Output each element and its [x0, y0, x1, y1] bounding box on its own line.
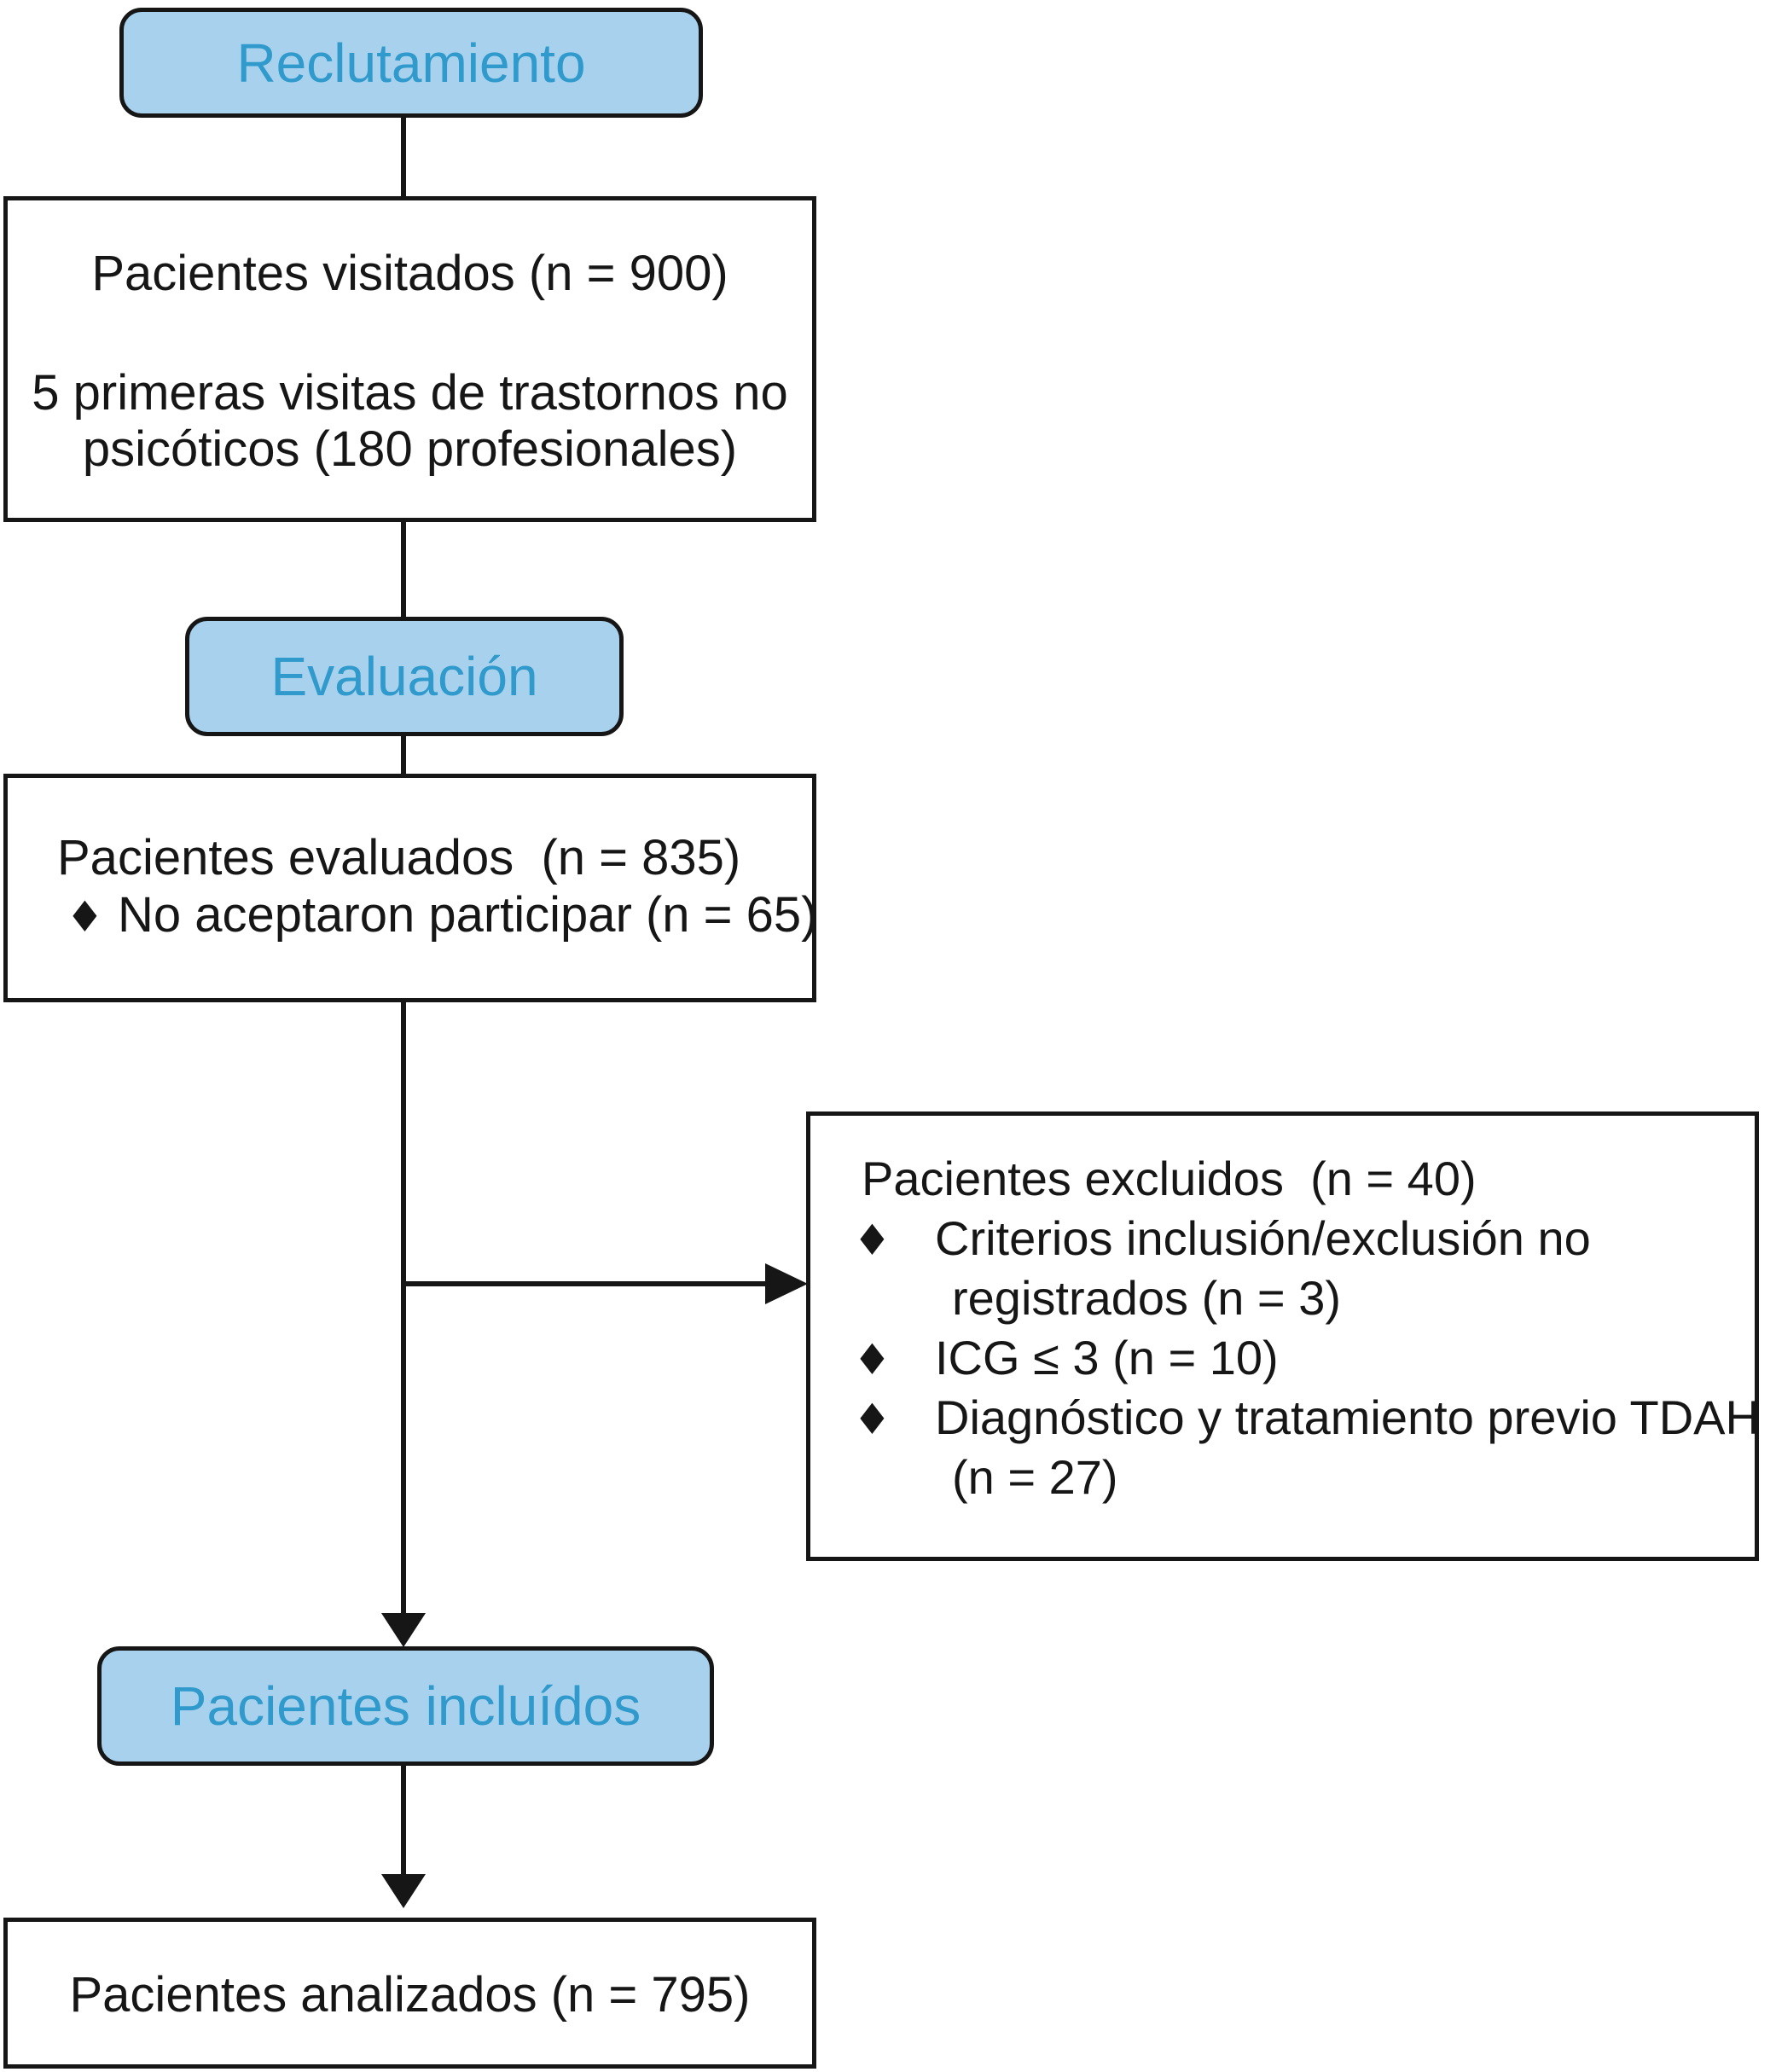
excluded-bullet-continuation: (n = 27) — [952, 1450, 1118, 1504]
patients-visited-title: Pacientes visitados (n = 900) — [91, 246, 728, 301]
diamond-bullet-icon: ♦ — [66, 892, 104, 942]
connector-recruitment-to-visited — [401, 116, 406, 200]
stage-box-included: Pacientes incluídos — [97, 1646, 714, 1766]
excluded-bullet-text: Criterios inclusión/exclusión no — [935, 1211, 1591, 1265]
connector-evaluation-to-evaluated — [401, 734, 406, 777]
down-arrowhead-icon — [381, 1613, 426, 1647]
excluded-bullet-row: ♦ ICG ≤ 3 (n = 10) — [853, 1327, 1279, 1390]
connector-evaluated-to-included — [401, 1001, 406, 1616]
down-arrowhead-icon — [381, 1874, 426, 1908]
excluded-bullet-text: Diagnóstico y tratamiento previo TDAH — [935, 1390, 1760, 1444]
stage-included-label: Pacientes incluídos — [170, 1675, 641, 1737]
patients-excluded-title: Pacientes excluidos (n = 40) — [862, 1152, 1477, 1205]
diamond-bullet-icon: ♦ — [853, 1395, 891, 1444]
patients-evaluated-box: Pacientes evaluados (n = 835) ♦ No acept… — [3, 774, 818, 1002]
excluded-bullet-continuation: registrados (n = 3) — [952, 1271, 1341, 1325]
stage-box-recruitment: Reclutamiento — [119, 8, 703, 118]
excluded-bullet-row: ♦ Criterios inclusión/exclusión no — [853, 1208, 1591, 1271]
diamond-bullet-icon: ♦ — [853, 1335, 891, 1384]
diamond-bullet-icon: ♦ — [853, 1216, 891, 1265]
connector-visited-to-evaluation — [401, 520, 406, 618]
patients-analyzed-title: Pacientes analizados (n = 795) — [69, 1967, 751, 2023]
evaluated-bullet-row: ♦ No aceptaron participar (n = 65) — [66, 885, 818, 948]
patients-visited-box: Pacientes visitados (n = 900) 5 primeras… — [3, 196, 816, 522]
branch-line-to-excluded — [406, 1281, 768, 1286]
patients-evaluated-title: Pacientes evaluados (n = 835) — [57, 830, 741, 885]
stage-recruitment-label: Reclutamiento — [236, 32, 586, 94]
right-arrowhead-icon — [765, 1263, 808, 1304]
patients-visited-detail-line2: psicóticos (180 profesionales) — [82, 421, 738, 477]
patients-analyzed-box: Pacientes analizados (n = 795) — [3, 1918, 816, 2069]
excluded-bullet-text: ICG ≤ 3 (n = 10) — [935, 1331, 1279, 1384]
stage-evaluation-label: Evaluación — [270, 646, 538, 707]
connector-included-to-analyzed — [401, 1764, 406, 1877]
stage-box-evaluation: Evaluación — [185, 617, 624, 736]
excluded-bullet-row: ♦ Diagnóstico y tratamiento previo TDAH — [853, 1387, 1760, 1450]
patients-visited-detail-line1: 5 primeras visitas de trastornos no — [32, 365, 788, 421]
patients-excluded-box: Pacientes excluidos (n = 40) ♦ Criterios… — [806, 1111, 1760, 1561]
evaluated-bullet-text: No aceptaron participar (n = 65) — [118, 887, 818, 943]
